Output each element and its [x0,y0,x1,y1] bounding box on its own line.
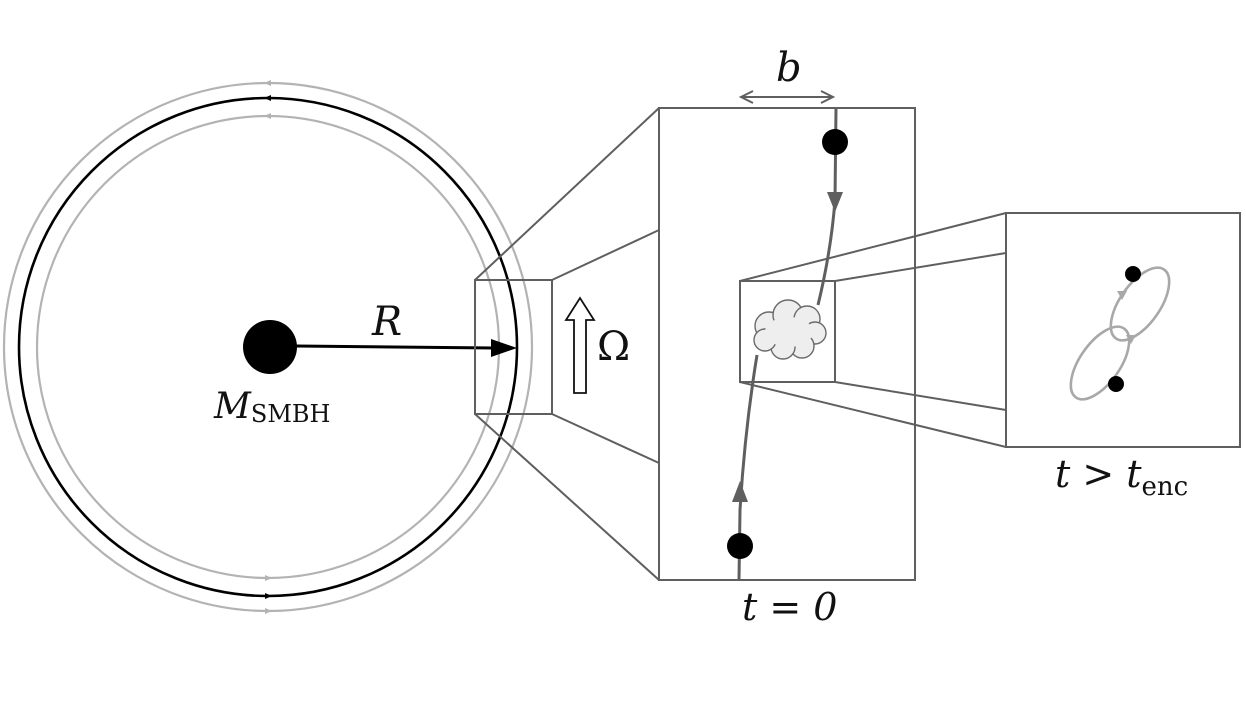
middle-orbit-arrow-top [264,95,271,101]
zoom-line-3 [551,413,660,464]
impact-arrowhead-right [820,90,836,104]
binary-star-upper [1125,266,1141,282]
star-lower [727,533,753,559]
radius-label: R [371,299,402,345]
cloud-box [739,280,836,383]
trajectory-lower [737,354,759,581]
smbh-label-sub: SMBH [251,400,331,428]
impact-arrowhead-left [738,90,754,104]
zoom2-line-3 [834,381,1007,411]
zoom-source-box [474,279,553,415]
encounter-box [658,107,916,581]
omega-arrow [564,296,596,394]
orbit-panel: MSMBH R [2,80,534,614]
trajectory-lower-arrow [732,481,748,502]
binary-orbit-lower [1069,325,1131,401]
binary-star-lower [1108,376,1124,392]
smbh-label-main: M [213,386,252,427]
binary-box [1005,212,1241,448]
time-zero-label: t = 0 [742,585,837,629]
zoom-panel-1: Ω b t = 0 [474,45,916,629]
outer-orbit-arrow-bottom [265,608,272,614]
radius-arrowhead [491,339,517,357]
zoom-line-4 [474,413,660,581]
zoom2-line-4 [739,381,1007,448]
zoom-line-1 [474,107,660,281]
star-upper [822,129,848,155]
zoom-panel-2: t > tenc [739,212,1241,502]
zoom2-line-1 [739,212,1007,282]
interaction-cloud [753,299,827,360]
smbh-label: MSMBH [213,386,330,428]
smbh-dot [243,320,297,374]
trajectory-upper-arrow [827,192,843,212]
outer-orbit-arrow-top [264,80,271,86]
zoom-line-2 [551,229,660,281]
binary-orbit-arrow-1 [1117,291,1127,300]
inner-orbit-arrow-top [264,113,271,119]
middle-orbit-arrow-bottom [265,593,272,599]
time-late-label: t > tenc [1055,452,1188,502]
omega-label: Ω [597,324,630,370]
binary-orbit-arrow-2 [1126,335,1136,344]
radius-arrow-line [295,344,495,350]
time-late-main: t > t [1055,452,1142,496]
zoom2-line-2 [834,252,1007,282]
inner-orbit-arrow-bottom [265,575,272,581]
impact-label: b [776,45,802,91]
time-late-sub: enc [1142,472,1189,502]
